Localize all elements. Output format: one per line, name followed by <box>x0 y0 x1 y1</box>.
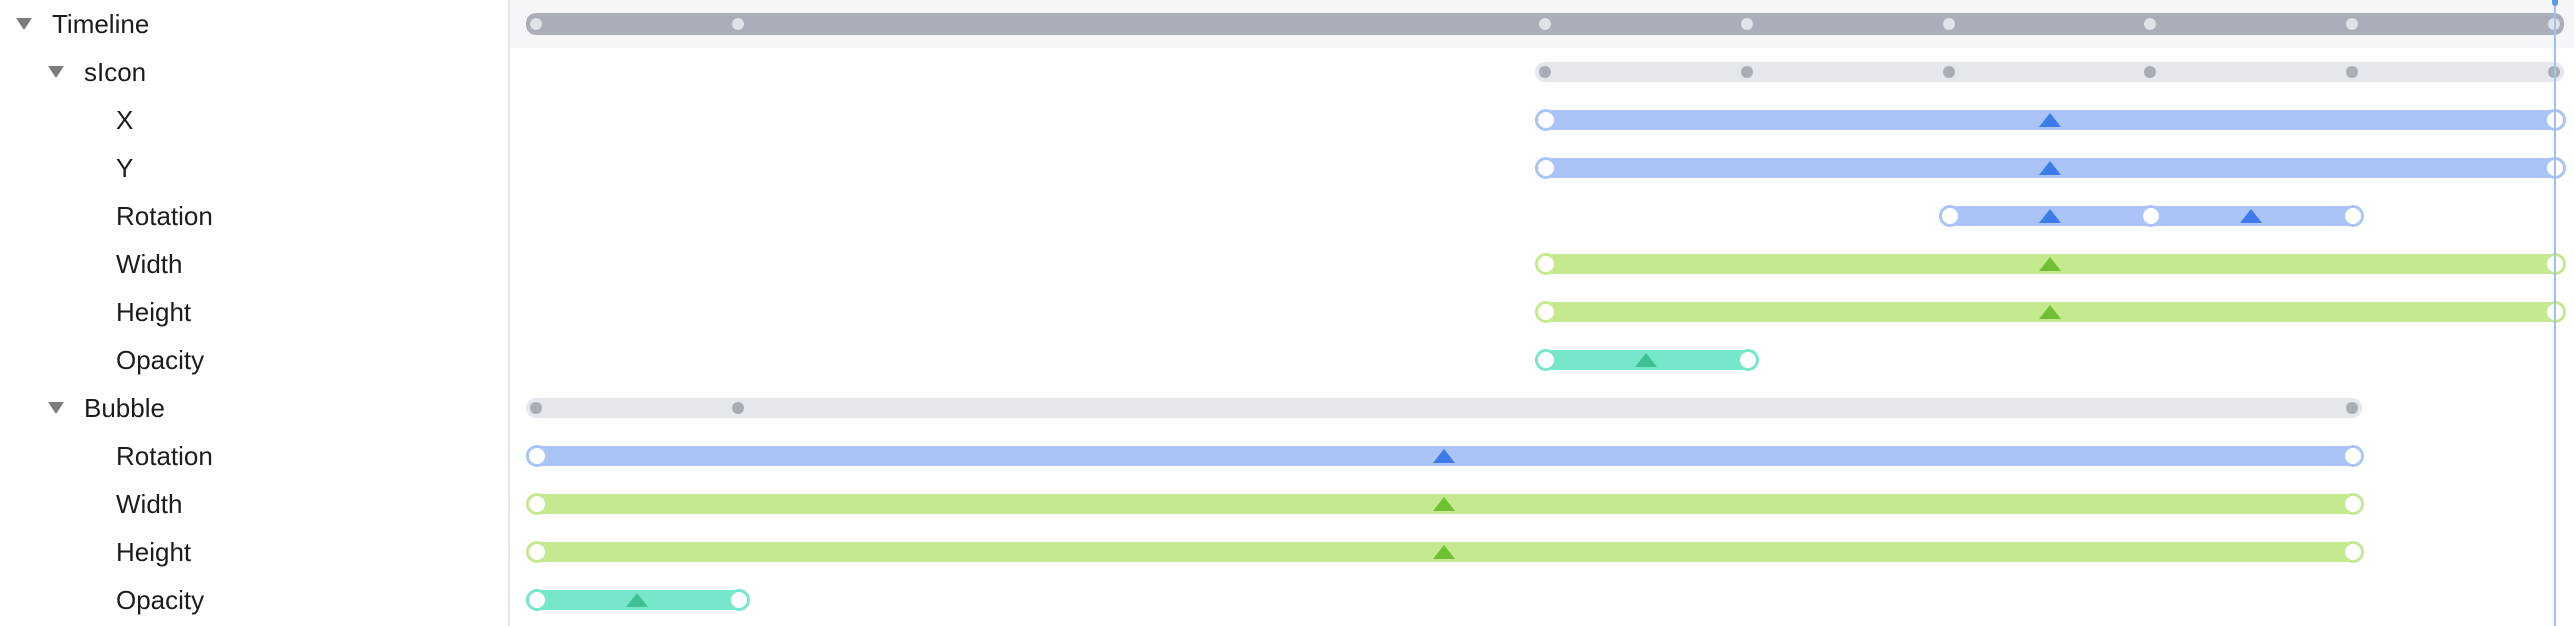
keyframe-dot[interactable] <box>2144 18 2157 30</box>
tree-row-label: Width <box>116 488 183 519</box>
tree-row-label: Height <box>116 536 192 567</box>
easing-marker-icon[interactable] <box>2038 113 2061 127</box>
tree-row-width[interactable]: Width <box>0 480 508 528</box>
tree-row-opacity[interactable]: Opacity <box>0 336 508 384</box>
track-row <box>510 384 2574 432</box>
keyframe-dot[interactable] <box>2346 402 2359 414</box>
keyframe-handle[interactable] <box>2140 205 2163 227</box>
keyframe-handle[interactable] <box>2342 541 2365 563</box>
track-row <box>510 0 2574 48</box>
keyframe-handle[interactable] <box>2342 445 2365 467</box>
tree-row-label: Bubble <box>84 392 165 423</box>
keyframe-dot[interactable] <box>530 18 542 30</box>
track-row <box>510 240 2574 288</box>
tree-row-label: Y <box>116 152 134 183</box>
track-row <box>510 576 2574 624</box>
track-row <box>510 528 2574 576</box>
keyframe-handle[interactable] <box>526 589 548 611</box>
keyframe-dot[interactable] <box>1942 18 1955 30</box>
easing-marker-icon[interactable] <box>1433 449 1456 463</box>
tree-row-width[interactable]: Width <box>0 240 508 288</box>
keyframe-handle[interactable] <box>1938 205 1961 227</box>
tree-row-label: Opacity <box>116 584 205 615</box>
tree-row-label: X <box>116 104 134 135</box>
tree-row-bubble[interactable]: Bubble <box>0 384 508 432</box>
keyframe-handle[interactable] <box>1535 253 1557 275</box>
keyframe-dot[interactable] <box>2346 66 2359 78</box>
keyframe-dot[interactable] <box>2144 66 2157 78</box>
keyframe-dot[interactable] <box>2346 18 2359 30</box>
track-row <box>510 192 2574 240</box>
keyframe-handle[interactable] <box>1736 349 1759 371</box>
tree-row-label: Width <box>116 248 183 279</box>
tree-row-height[interactable]: Height <box>0 528 508 576</box>
tree-row-label: Height <box>116 296 192 327</box>
easing-marker-icon[interactable] <box>2038 305 2061 319</box>
tree-row-label: Timeline <box>52 8 150 39</box>
track-row <box>510 336 2574 384</box>
tree-row-opacity[interactable]: Opacity <box>0 576 508 624</box>
keyframe-dot[interactable] <box>1539 66 1551 78</box>
easing-marker-icon[interactable] <box>2038 257 2061 271</box>
keyframe-handle[interactable] <box>526 541 548 563</box>
playhead-line[interactable] <box>2554 0 2556 626</box>
easing-marker-icon[interactable] <box>2240 209 2263 223</box>
tree-row-rotation[interactable]: Rotation <box>0 432 508 480</box>
track-row <box>510 144 2574 192</box>
easing-marker-icon[interactable] <box>1433 497 1456 511</box>
keyframe-handle[interactable] <box>2342 205 2365 227</box>
keyframe-dot[interactable] <box>731 18 744 30</box>
keyframe-handle[interactable] <box>526 445 548 467</box>
keyframe-handle[interactable] <box>1535 109 1557 131</box>
track-row <box>510 48 2574 96</box>
keyframe-handle[interactable] <box>727 589 750 611</box>
easing-marker-icon[interactable] <box>2038 209 2061 223</box>
tree-row-label: Opacity <box>116 344 205 375</box>
easing-marker-icon[interactable] <box>1634 353 1657 367</box>
tree-row-label: sIcon <box>84 56 147 87</box>
track-row <box>510 480 2574 528</box>
tree-row-label: Rotation <box>116 440 213 471</box>
tree-row-label: Rotation <box>116 200 213 231</box>
tree-row-sicon[interactable]: sIcon <box>0 48 508 96</box>
tree-row-rotation[interactable]: Rotation <box>0 192 508 240</box>
keyframe-handle[interactable] <box>1535 349 1557 371</box>
track-row <box>510 288 2574 336</box>
disclosure-triangle-icon[interactable] <box>12 12 36 36</box>
easing-marker-icon[interactable] <box>1433 545 1456 559</box>
group-bar[interactable] <box>526 398 2363 418</box>
playhead-handle[interactable] <box>2552 0 2558 6</box>
disclosure-triangle-icon[interactable] <box>44 60 68 84</box>
keyframe-handle[interactable] <box>2342 493 2365 515</box>
easing-marker-icon[interactable] <box>625 593 648 607</box>
keyframe-handle[interactable] <box>1535 157 1557 179</box>
group-bar[interactable] <box>1535 62 2564 82</box>
track-row <box>510 432 2574 480</box>
tree-row-height[interactable]: Height <box>0 288 508 336</box>
easing-marker-icon[interactable] <box>2038 161 2061 175</box>
keyframe-handle[interactable] <box>1535 301 1557 323</box>
keyframe-dot[interactable] <box>1740 66 1753 78</box>
timeline-tracks <box>510 0 2574 626</box>
tree-row-x[interactable]: X <box>0 96 508 144</box>
keyframe-dot[interactable] <box>1942 66 1955 78</box>
track-row <box>510 96 2574 144</box>
keyframe-handle[interactable] <box>526 493 548 515</box>
keyframe-dot[interactable] <box>530 402 542 414</box>
tree-row-y[interactable]: Y <box>0 144 508 192</box>
keyframe-dot[interactable] <box>1740 18 1753 30</box>
tree-row-timeline[interactable]: Timeline <box>0 0 508 48</box>
keyframe-dot[interactable] <box>731 402 744 414</box>
keyframe-dot[interactable] <box>1539 18 1551 30</box>
disclosure-triangle-icon[interactable] <box>44 396 68 420</box>
